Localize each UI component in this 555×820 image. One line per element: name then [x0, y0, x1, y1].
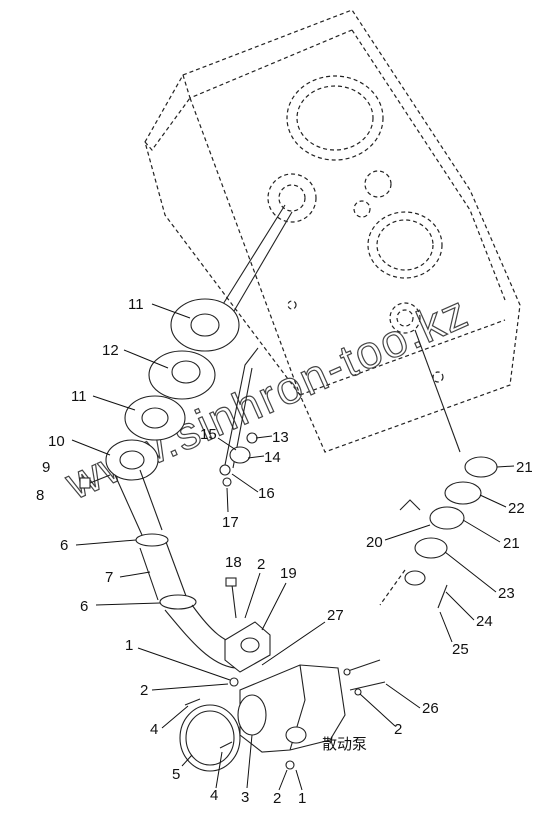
callout-1-upper: 1 — [125, 637, 133, 654]
callout-15: 15 — [200, 426, 217, 443]
callout-6-lower: 6 — [80, 598, 88, 615]
callout-2-mid: 2 — [257, 556, 265, 573]
hydraulic-tank — [144, 9, 521, 453]
callout-24: 24 — [476, 613, 493, 630]
callout-16: 16 — [258, 485, 275, 502]
callout-11-lower: 11 — [71, 388, 87, 405]
callout-7: 7 — [105, 569, 113, 586]
callout-6-top: 6 — [60, 537, 68, 554]
callout-20: 20 — [366, 534, 383, 551]
callout-22: 22 — [508, 500, 525, 517]
callout-4-upper: 4 — [150, 721, 158, 738]
callout-3: 3 — [241, 789, 249, 806]
callout-19: 19 — [280, 565, 297, 582]
callout-5: 5 — [172, 766, 180, 783]
callout-27: 27 — [327, 607, 344, 624]
callout-2-left: 2 — [140, 682, 148, 699]
callout-18: 18 — [225, 554, 242, 571]
callout-26: 26 — [422, 700, 439, 717]
callout-4-lower: 4 — [210, 787, 218, 804]
callout-9: 9 — [42, 459, 50, 476]
return-fitting — [219, 347, 259, 487]
pump-label: 散动泵 — [322, 736, 367, 753]
callout-1-bottom: 1 — [298, 790, 306, 807]
callout-12: 12 — [102, 342, 119, 359]
callout-25: 25 — [452, 641, 469, 658]
pump — [179, 659, 386, 772]
callout-21-top: 21 — [516, 459, 533, 476]
callout-14: 14 — [264, 449, 281, 466]
filter-assembly — [379, 329, 498, 609]
callout-2-bottom: 2 — [273, 790, 281, 807]
callout-11-top: 11 — [128, 296, 144, 313]
suction-assembly — [79, 204, 293, 673]
callout-13: 13 — [272, 429, 289, 446]
callout-10: 10 — [48, 433, 65, 450]
callout-2-right: 2 — [394, 721, 402, 738]
callout-8: 8 — [36, 487, 44, 504]
callout-23: 23 — [498, 585, 515, 602]
callouts: 11 12 11 10 9 8 15 13 14 16 17 6 7 6 18 … — [36, 296, 533, 807]
callout-21-lower: 21 — [503, 535, 520, 552]
callout-17: 17 — [222, 514, 239, 531]
